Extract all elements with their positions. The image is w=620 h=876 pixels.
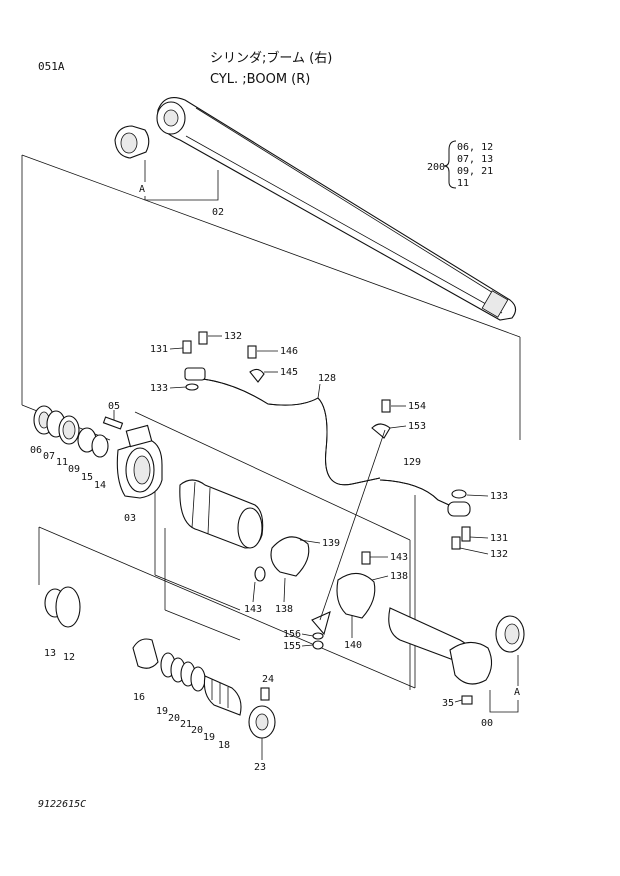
- kit-item: 07, 13: [457, 154, 493, 165]
- kit-item: 06, 12: [457, 142, 493, 153]
- label-24: 24: [262, 674, 274, 685]
- label-131a: 131: [150, 344, 168, 355]
- rod-boot: [179, 479, 264, 549]
- label-23: 23: [254, 762, 266, 773]
- label-16: 16: [133, 692, 145, 703]
- pin-bushing-top: [114, 125, 150, 159]
- label-145: 145: [280, 367, 298, 378]
- label-153: 153: [408, 421, 426, 432]
- label-11: 11: [56, 457, 68, 468]
- label-02: 02: [212, 207, 224, 218]
- pipe-128: [191, 377, 381, 486]
- label-140: 140: [344, 640, 362, 651]
- pipe-129: [379, 479, 471, 517]
- kit-item: 09, 21: [457, 166, 493, 177]
- label-154: 154: [408, 401, 426, 412]
- label-03: 03: [124, 513, 136, 524]
- label-143b: 143: [390, 552, 408, 563]
- label-12: 12: [63, 652, 75, 663]
- label-06: 06: [30, 445, 42, 456]
- label-143a: 143: [244, 604, 262, 615]
- cylinder-tube-02: [156, 97, 517, 321]
- label-138a: 138: [275, 604, 293, 615]
- label-133a: 133: [150, 383, 168, 394]
- label-138b: 138: [390, 571, 408, 582]
- title-japanese: シリンダ;ブーム (右): [210, 50, 332, 66]
- label-18: 18: [218, 740, 230, 751]
- label-20a: 20: [168, 713, 180, 724]
- label-13: 13: [44, 648, 56, 659]
- label-128: 128: [318, 373, 336, 384]
- drawing-number: 9122615C: [38, 799, 86, 810]
- label-05: 05: [108, 401, 120, 412]
- o-rings-13-12: [44, 586, 81, 628]
- kit-number: 200: [427, 162, 445, 173]
- label-15: 15: [81, 472, 93, 483]
- pin-05: [102, 410, 124, 430]
- label-131b: 131: [490, 533, 508, 544]
- label-00: 00: [481, 718, 493, 729]
- label-132b: 132: [490, 549, 508, 560]
- label-155: 155: [283, 641, 301, 652]
- bolt-clamp-154-153: [371, 399, 391, 439]
- kit-200-group: 200 06, 12 07, 13 09, 21 11: [427, 140, 493, 189]
- kit-brace: [443, 140, 457, 189]
- label-20b: 20: [191, 725, 203, 736]
- page-code: 051A: [38, 60, 65, 73]
- label-14: 14: [94, 480, 106, 491]
- label-09: 09: [68, 464, 80, 475]
- flange-top: [182, 331, 265, 391]
- assembly-frame: [21, 154, 521, 690]
- piston-group: [132, 638, 276, 739]
- label-139: 139: [322, 538, 340, 549]
- label-156: 156: [283, 629, 301, 640]
- label-35: 35: [442, 698, 454, 709]
- label-19a: 19: [156, 706, 168, 717]
- clamp-139: [254, 536, 310, 582]
- bolt-131: [461, 526, 471, 542]
- clamp-138-140: [311, 429, 386, 650]
- label-21: 21: [180, 719, 192, 730]
- label-132a: 132: [224, 331, 242, 342]
- bolt-132: [451, 536, 461, 550]
- label-146: 146: [280, 346, 298, 357]
- label-19b: 19: [203, 732, 215, 743]
- o-ring-133: [451, 489, 467, 499]
- label-129: 129: [403, 457, 421, 468]
- view-mark-a-bottom: A: [514, 687, 520, 698]
- cylinder-head-03: [116, 424, 163, 499]
- seal-rings: [33, 405, 109, 458]
- title-english: CYL. ;BOOM (R): [210, 72, 310, 87]
- view-mark-a-top: A: [139, 184, 145, 195]
- kit-item: 11: [457, 178, 469, 189]
- piston-rod-00: [388, 607, 525, 705]
- label-133b: 133: [490, 491, 508, 502]
- label-07: 07: [43, 451, 55, 462]
